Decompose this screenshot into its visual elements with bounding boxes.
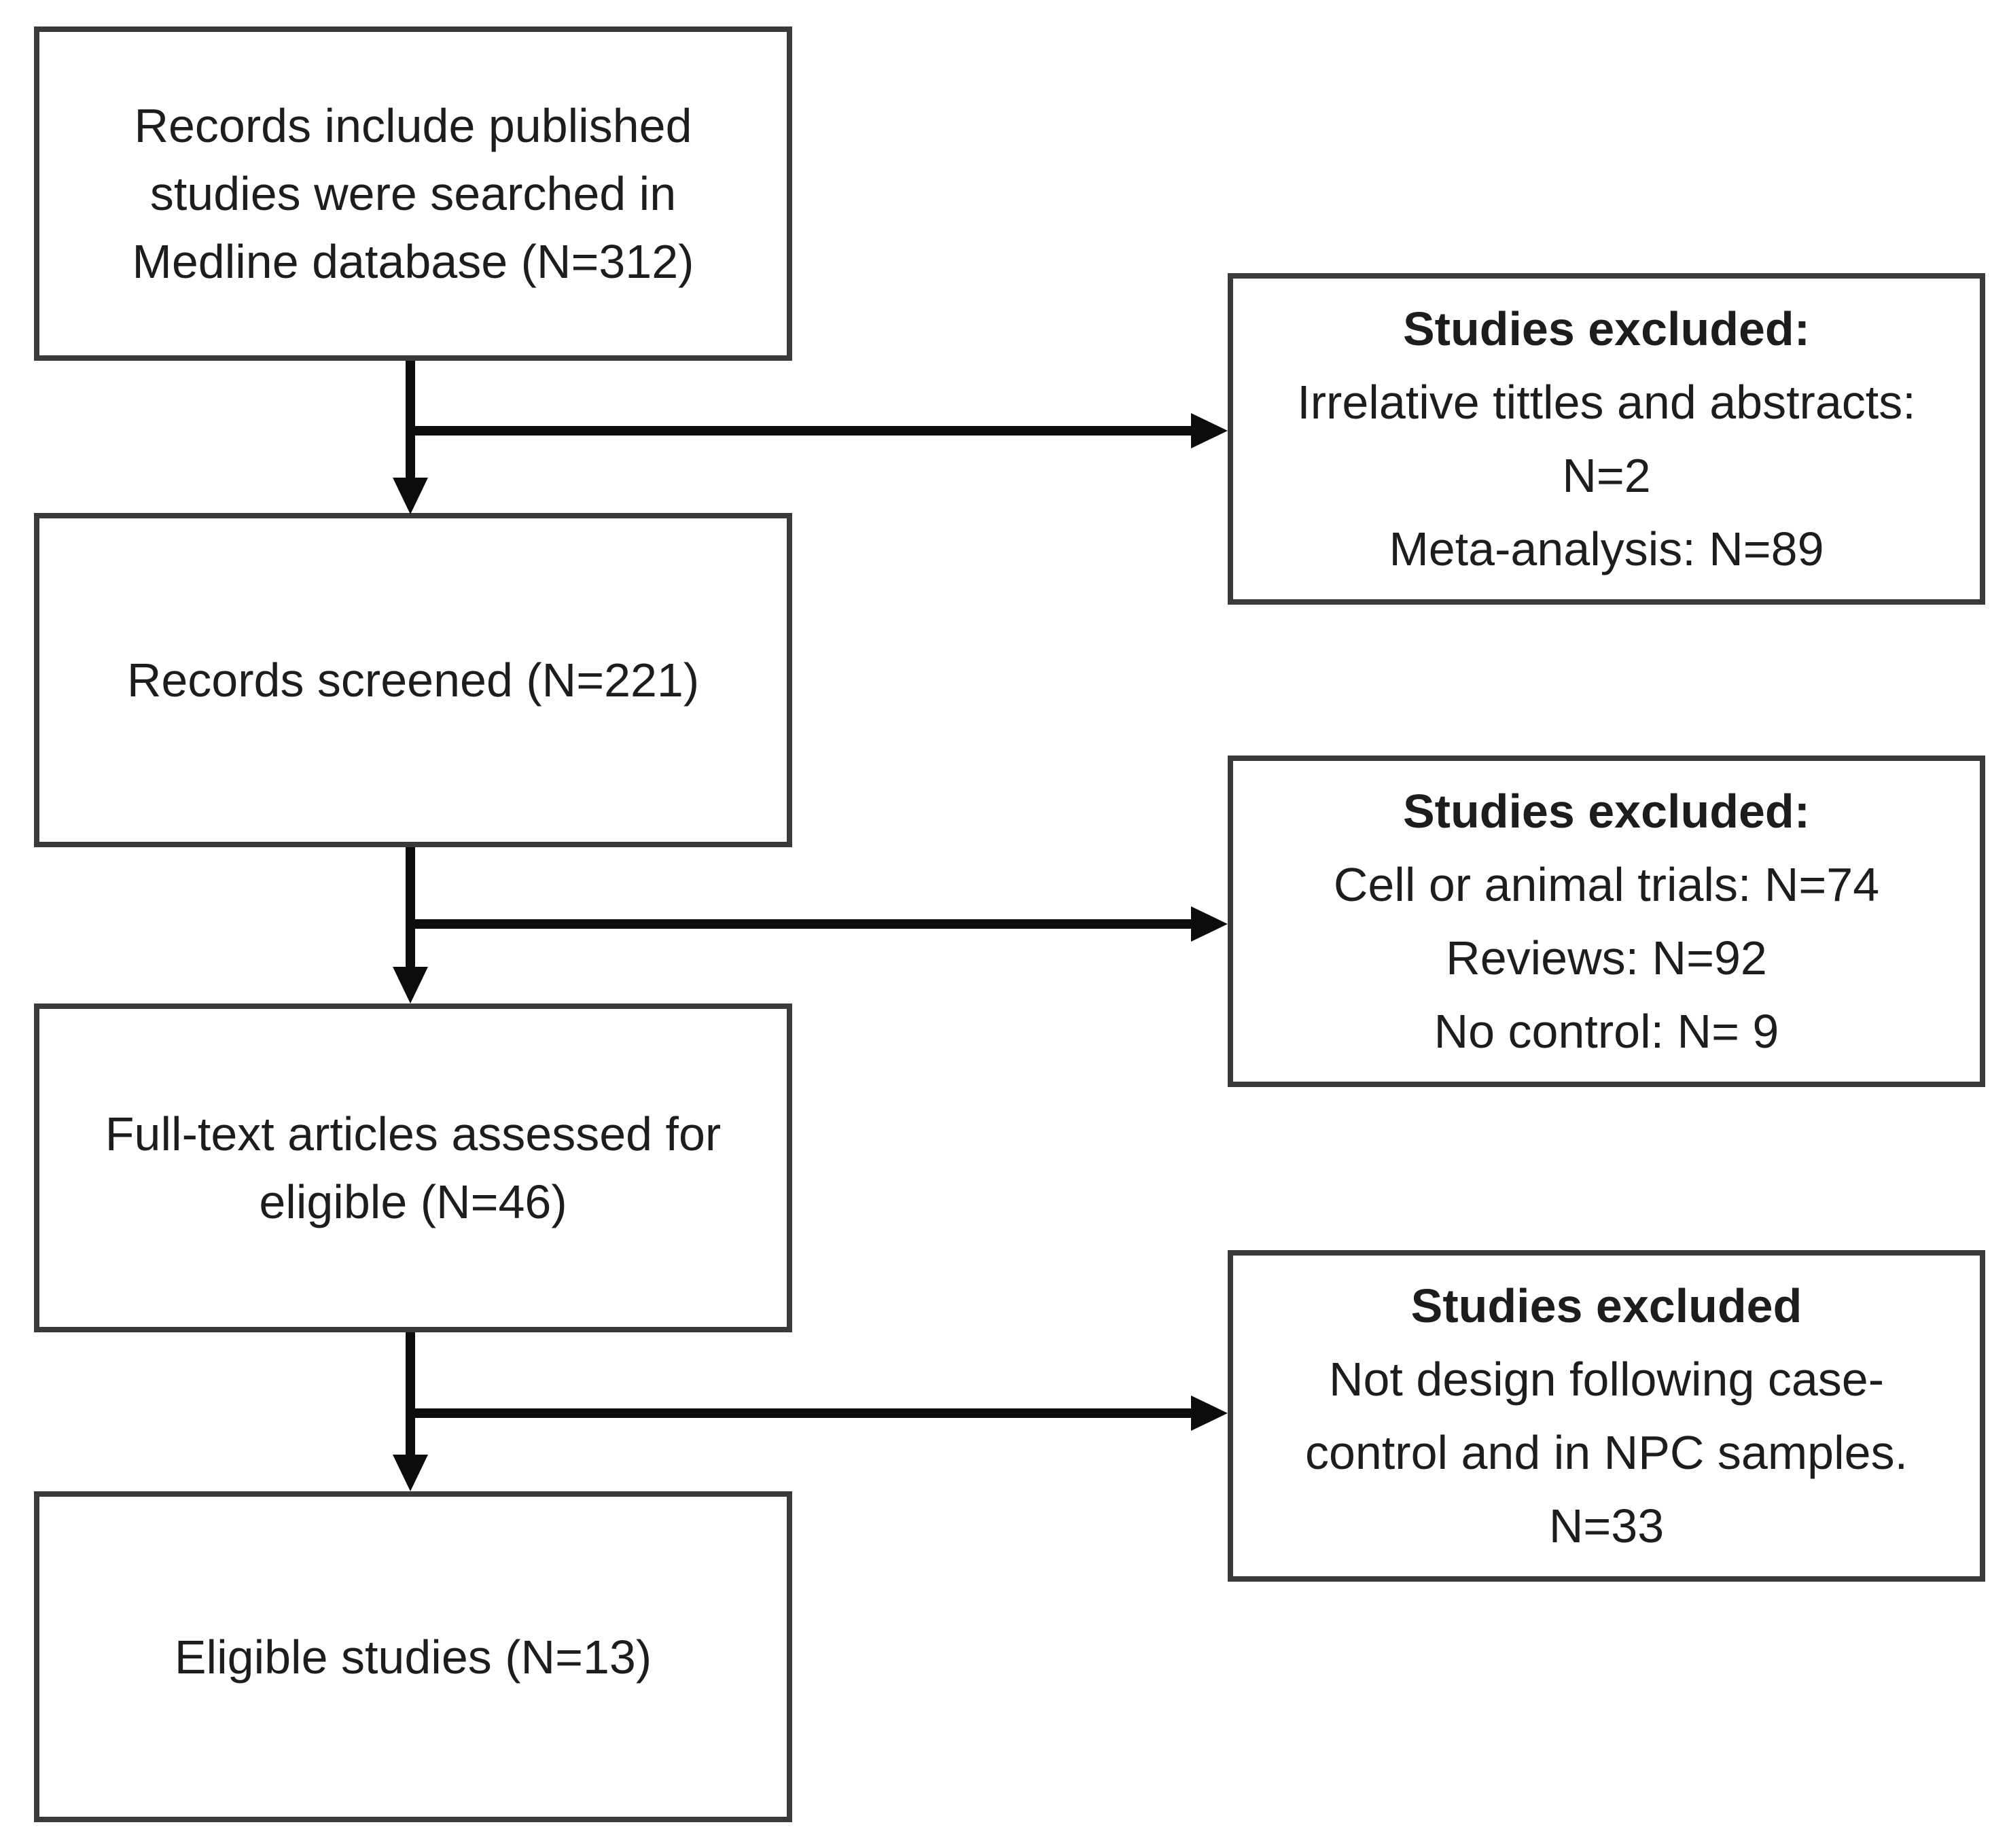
arrow-to-excluded-design-line: [406, 1408, 1192, 1418]
box-text-line: N=33: [1548, 1499, 1665, 1552]
box-text-line: eligible (N=46): [259, 1175, 567, 1228]
box-text-line: No control: N= 9: [1434, 1005, 1779, 1058]
box-text-line: Records screened (N=221): [126, 654, 700, 707]
box-text-line: Full-text articles assessed for: [105, 1107, 722, 1160]
box-records-searched: Records include published studies were s…: [34, 26, 792, 361]
box-excluded-design: Studies excluded Not design following ca…: [1228, 1250, 1985, 1582]
box-text-line: Reviews: N=92: [1446, 931, 1767, 984]
box-eligible-studies: Eligible studies (N=13): [34, 1491, 792, 1822]
box-text-line: Medline database (N=312): [132, 235, 694, 288]
arrow-head-right-icon: [1191, 906, 1228, 942]
box-fulltext-assessed: Full-text articles assessed for eligible…: [34, 1003, 792, 1332]
arrow-screened-to-fulltext-line: [406, 847, 415, 968]
box-text-line: control and in NPC samples.: [1304, 1426, 1908, 1479]
box-text-line: studies were searched in: [149, 167, 677, 220]
arrow-to-excluded-screening-line: [406, 426, 1192, 436]
arrow-head-down-icon: [393, 478, 428, 514]
box-excluded-screening: Studies excluded: Irrelative tittles and…: [1228, 273, 1985, 605]
box-text-line: Cell or animal trials: N=74: [1333, 858, 1880, 911]
arrow-fulltext-to-eligible-line: [406, 1332, 415, 1456]
box-records-screened: Records screened (N=221): [34, 513, 792, 847]
box-text-line: Not design following case-: [1328, 1353, 1885, 1406]
box-text-line: N=2: [1562, 449, 1651, 502]
arrow-head-right-icon: [1191, 413, 1228, 448]
arrow-to-excluded-fulltext-line: [406, 919, 1192, 929]
box-title: Studies excluded:: [1402, 785, 1811, 838]
arrow-head-down-icon: [393, 967, 428, 1003]
box-text-line: Meta-analysis: N=89: [1389, 522, 1824, 575]
box-title: Studies excluded: [1410, 1279, 1802, 1332]
box-text-line: Eligible studies (N=13): [174, 1630, 652, 1684]
arrow-head-down-icon: [393, 1455, 428, 1491]
box-excluded-fulltext: Studies excluded: Cell or animal trials:…: [1228, 756, 1985, 1087]
box-text-line: Records include published: [134, 99, 692, 152]
box-text-line: Irrelative tittles and abstracts:: [1297, 376, 1916, 429]
arrow-searched-to-screened-line: [406, 361, 415, 479]
box-title: Studies excluded:: [1402, 302, 1811, 355]
arrow-head-right-icon: [1191, 1396, 1228, 1431]
